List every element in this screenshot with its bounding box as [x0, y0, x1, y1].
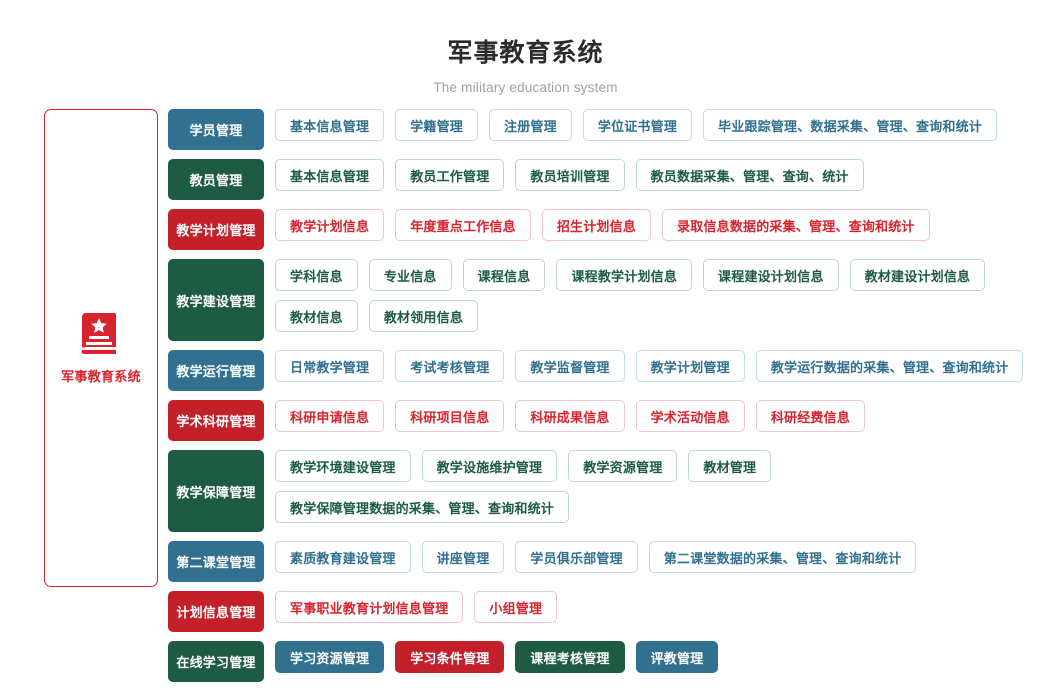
module-item-button[interactable]: 军事职业教育计划信息管理: [275, 591, 464, 623]
module-item-button[interactable]: 毕业跟踪管理、数据采集、管理、查询和统计: [703, 109, 998, 141]
page-header: 军事教育系统 The military education system: [0, 0, 1051, 95]
module-item-list: 基本信息管理学籍管理注册管理学位证书管理毕业跟踪管理、数据采集、管理、查询和统计: [275, 109, 1051, 150]
module-item-button[interactable]: 课程考核管理: [515, 641, 625, 673]
module-item-button[interactable]: 科研项目信息: [395, 400, 505, 432]
module-item-button[interactable]: 科研经费信息: [755, 400, 866, 432]
module-item-list: 日常教学管理考试考核管理教学监督管理教学计划管理教学运行数据的采集、管理、查询和…: [275, 350, 1051, 391]
module-row: 教学保障管理教学环境建设管理教学设施维护管理教学资源管理教材管理教学保障管理数据…: [168, 450, 1051, 532]
module-item-list: 素质教育建设管理讲座管理学员俱乐部管理第二课堂数据的采集、管理、查询和统计: [275, 541, 1051, 582]
module-row: 学员管理基本信息管理学籍管理注册管理学位证书管理毕业跟踪管理、数据采集、管理、查…: [168, 109, 1051, 150]
module-item-button[interactable]: 教材建设计划信息: [849, 259, 986, 291]
module-item-button[interactable]: 学术活动信息: [635, 400, 745, 432]
module-item-button[interactable]: 基本信息管理: [275, 159, 385, 191]
module-item-button[interactable]: 教学资源管理: [568, 450, 678, 482]
module-category-button[interactable]: 计划信息管理: [168, 591, 264, 632]
sidebar-system-label: 军事教育系统: [61, 369, 141, 384]
module-row: 计划信息管理军事职业教育计划信息管理小组管理: [168, 591, 1051, 632]
module-item-button[interactable]: 招生计划信息: [541, 209, 652, 241]
module-item-button[interactable]: 教学设施维护管理: [421, 450, 558, 482]
module-item-button[interactable]: 教学计划管理: [635, 350, 745, 382]
module-item-button[interactable]: 教学计划信息: [275, 209, 385, 241]
module-category-button[interactable]: 教学建设管理: [168, 259, 264, 341]
module-item-button[interactable]: 年度重点工作信息: [395, 209, 531, 241]
module-rows: 学员管理基本信息管理学籍管理注册管理学位证书管理毕业跟踪管理、数据采集、管理、查…: [158, 109, 1051, 691]
module-item-list: 学习资源管理学习条件管理课程考核管理评教管理: [275, 641, 1051, 682]
module-item-button[interactable]: 科研成果信息: [515, 400, 625, 432]
module-item-button[interactable]: 基本信息管理: [275, 109, 385, 141]
module-item-button[interactable]: 第二课堂数据的采集、管理、查询和统计: [648, 541, 917, 573]
module-item-button[interactable]: 学习条件管理: [395, 641, 505, 673]
module-item-button[interactable]: 学位证书管理: [582, 109, 693, 141]
module-item-button[interactable]: 教学监督管理: [515, 350, 625, 382]
module-item-button[interactable]: 讲座管理: [421, 541, 505, 573]
module-row: 教员管理基本信息管理教员工作管理教员培训管理教员数据采集、管理、查询、统计: [168, 159, 1051, 200]
module-item-button[interactable]: 科研申请信息: [275, 400, 385, 432]
main-content: 军事教育系统 学员管理基本信息管理学籍管理注册管理学位证书管理毕业跟踪管理、数据…: [0, 95, 1051, 691]
module-item-button[interactable]: 考试考核管理: [395, 350, 505, 382]
module-category-button[interactable]: 教学保障管理: [168, 450, 264, 532]
module-item-button[interactable]: 素质教育建设管理: [275, 541, 411, 573]
module-item-button[interactable]: 教学运行数据的采集、管理、查询和统计: [755, 350, 1024, 382]
module-row: 在线学习管理学习资源管理学习条件管理课程考核管理评教管理: [168, 641, 1051, 682]
module-item-list: 科研申请信息科研项目信息科研成果信息学术活动信息科研经费信息: [275, 400, 1051, 441]
sidebar-system-card[interactable]: 军事教育系统: [44, 109, 158, 587]
module-item-button[interactable]: 学籍管理: [395, 109, 479, 141]
module-item-button[interactable]: 注册管理: [489, 109, 572, 141]
module-category-button[interactable]: 教员管理: [168, 159, 264, 200]
module-item-list: 教学环境建设管理教学设施维护管理教学资源管理教材管理教学保障管理数据的采集、管理…: [275, 450, 1051, 532]
module-item-button[interactable]: 课程信息: [462, 259, 546, 291]
module-item-button[interactable]: 教学环境建设管理: [275, 450, 411, 482]
module-item-button[interactable]: 学科信息: [275, 259, 358, 291]
module-item-button[interactable]: 教学保障管理数据的采集、管理、查询和统计: [275, 491, 570, 523]
module-item-button[interactable]: 专业信息: [368, 259, 452, 291]
module-row: 教学计划管理教学计划信息年度重点工作信息招生计划信息录取信息数据的采集、管理、查…: [168, 209, 1051, 250]
module-category-button[interactable]: 学员管理: [168, 109, 264, 150]
module-row: 教学建设管理学科信息专业信息课程信息课程教学计划信息课程建设计划信息教材建设计划…: [168, 259, 1051, 341]
module-category-button[interactable]: 第二课堂管理: [168, 541, 264, 582]
module-row: 教学运行管理日常教学管理考试考核管理教学监督管理教学计划管理教学运行数据的采集、…: [168, 350, 1051, 391]
module-item-button[interactable]: 教员培训管理: [515, 159, 625, 191]
module-item-list: 教学计划信息年度重点工作信息招生计划信息录取信息数据的采集、管理、查询和统计: [275, 209, 1051, 250]
module-item-list: 军事职业教育计划信息管理小组管理: [275, 591, 1051, 632]
module-item-button[interactable]: 录取信息数据的采集、管理、查询和统计: [662, 209, 930, 241]
module-item-button[interactable]: 课程建设计划信息: [703, 259, 839, 291]
module-row: 第二课堂管理素质教育建设管理讲座管理学员俱乐部管理第二课堂数据的采集、管理、查询…: [168, 541, 1051, 582]
module-item-button[interactable]: 教材领用信息: [368, 300, 479, 332]
module-category-button[interactable]: 教学运行管理: [168, 350, 264, 391]
module-item-button[interactable]: 日常教学管理: [275, 350, 385, 382]
module-category-button[interactable]: 教学计划管理: [168, 209, 264, 250]
page-subtitle: The military education system: [433, 80, 618, 95]
module-item-button[interactable]: 学习资源管理: [275, 641, 385, 673]
module-row: 学术科研管理科研申请信息科研项目信息科研成果信息学术活动信息科研经费信息: [168, 400, 1051, 441]
module-item-button[interactable]: 课程教学计划信息: [556, 259, 693, 291]
page-title: 军事教育系统: [447, 39, 604, 67]
module-item-list: 基本信息管理教员工作管理教员培训管理教员数据采集、管理、查询、统计: [275, 159, 1051, 200]
module-item-list: 学科信息专业信息课程信息课程教学计划信息课程建设计划信息教材建设计划信息教材信息…: [275, 259, 1051, 341]
module-category-button[interactable]: 学术科研管理: [168, 400, 264, 441]
module-category-button[interactable]: 在线学习管理: [168, 641, 264, 682]
module-item-button[interactable]: 教材信息: [275, 300, 358, 332]
module-item-button[interactable]: 小组管理: [474, 591, 558, 623]
module-item-button[interactable]: 教员工作管理: [395, 159, 505, 191]
module-item-button[interactable]: 评教管理: [635, 641, 719, 673]
module-item-button[interactable]: 教员数据采集、管理、查询、统计: [635, 159, 864, 191]
module-item-button[interactable]: 教材管理: [688, 450, 772, 482]
book-star-icon: [79, 311, 123, 357]
module-item-button[interactable]: 学员俱乐部管理: [515, 541, 638, 573]
